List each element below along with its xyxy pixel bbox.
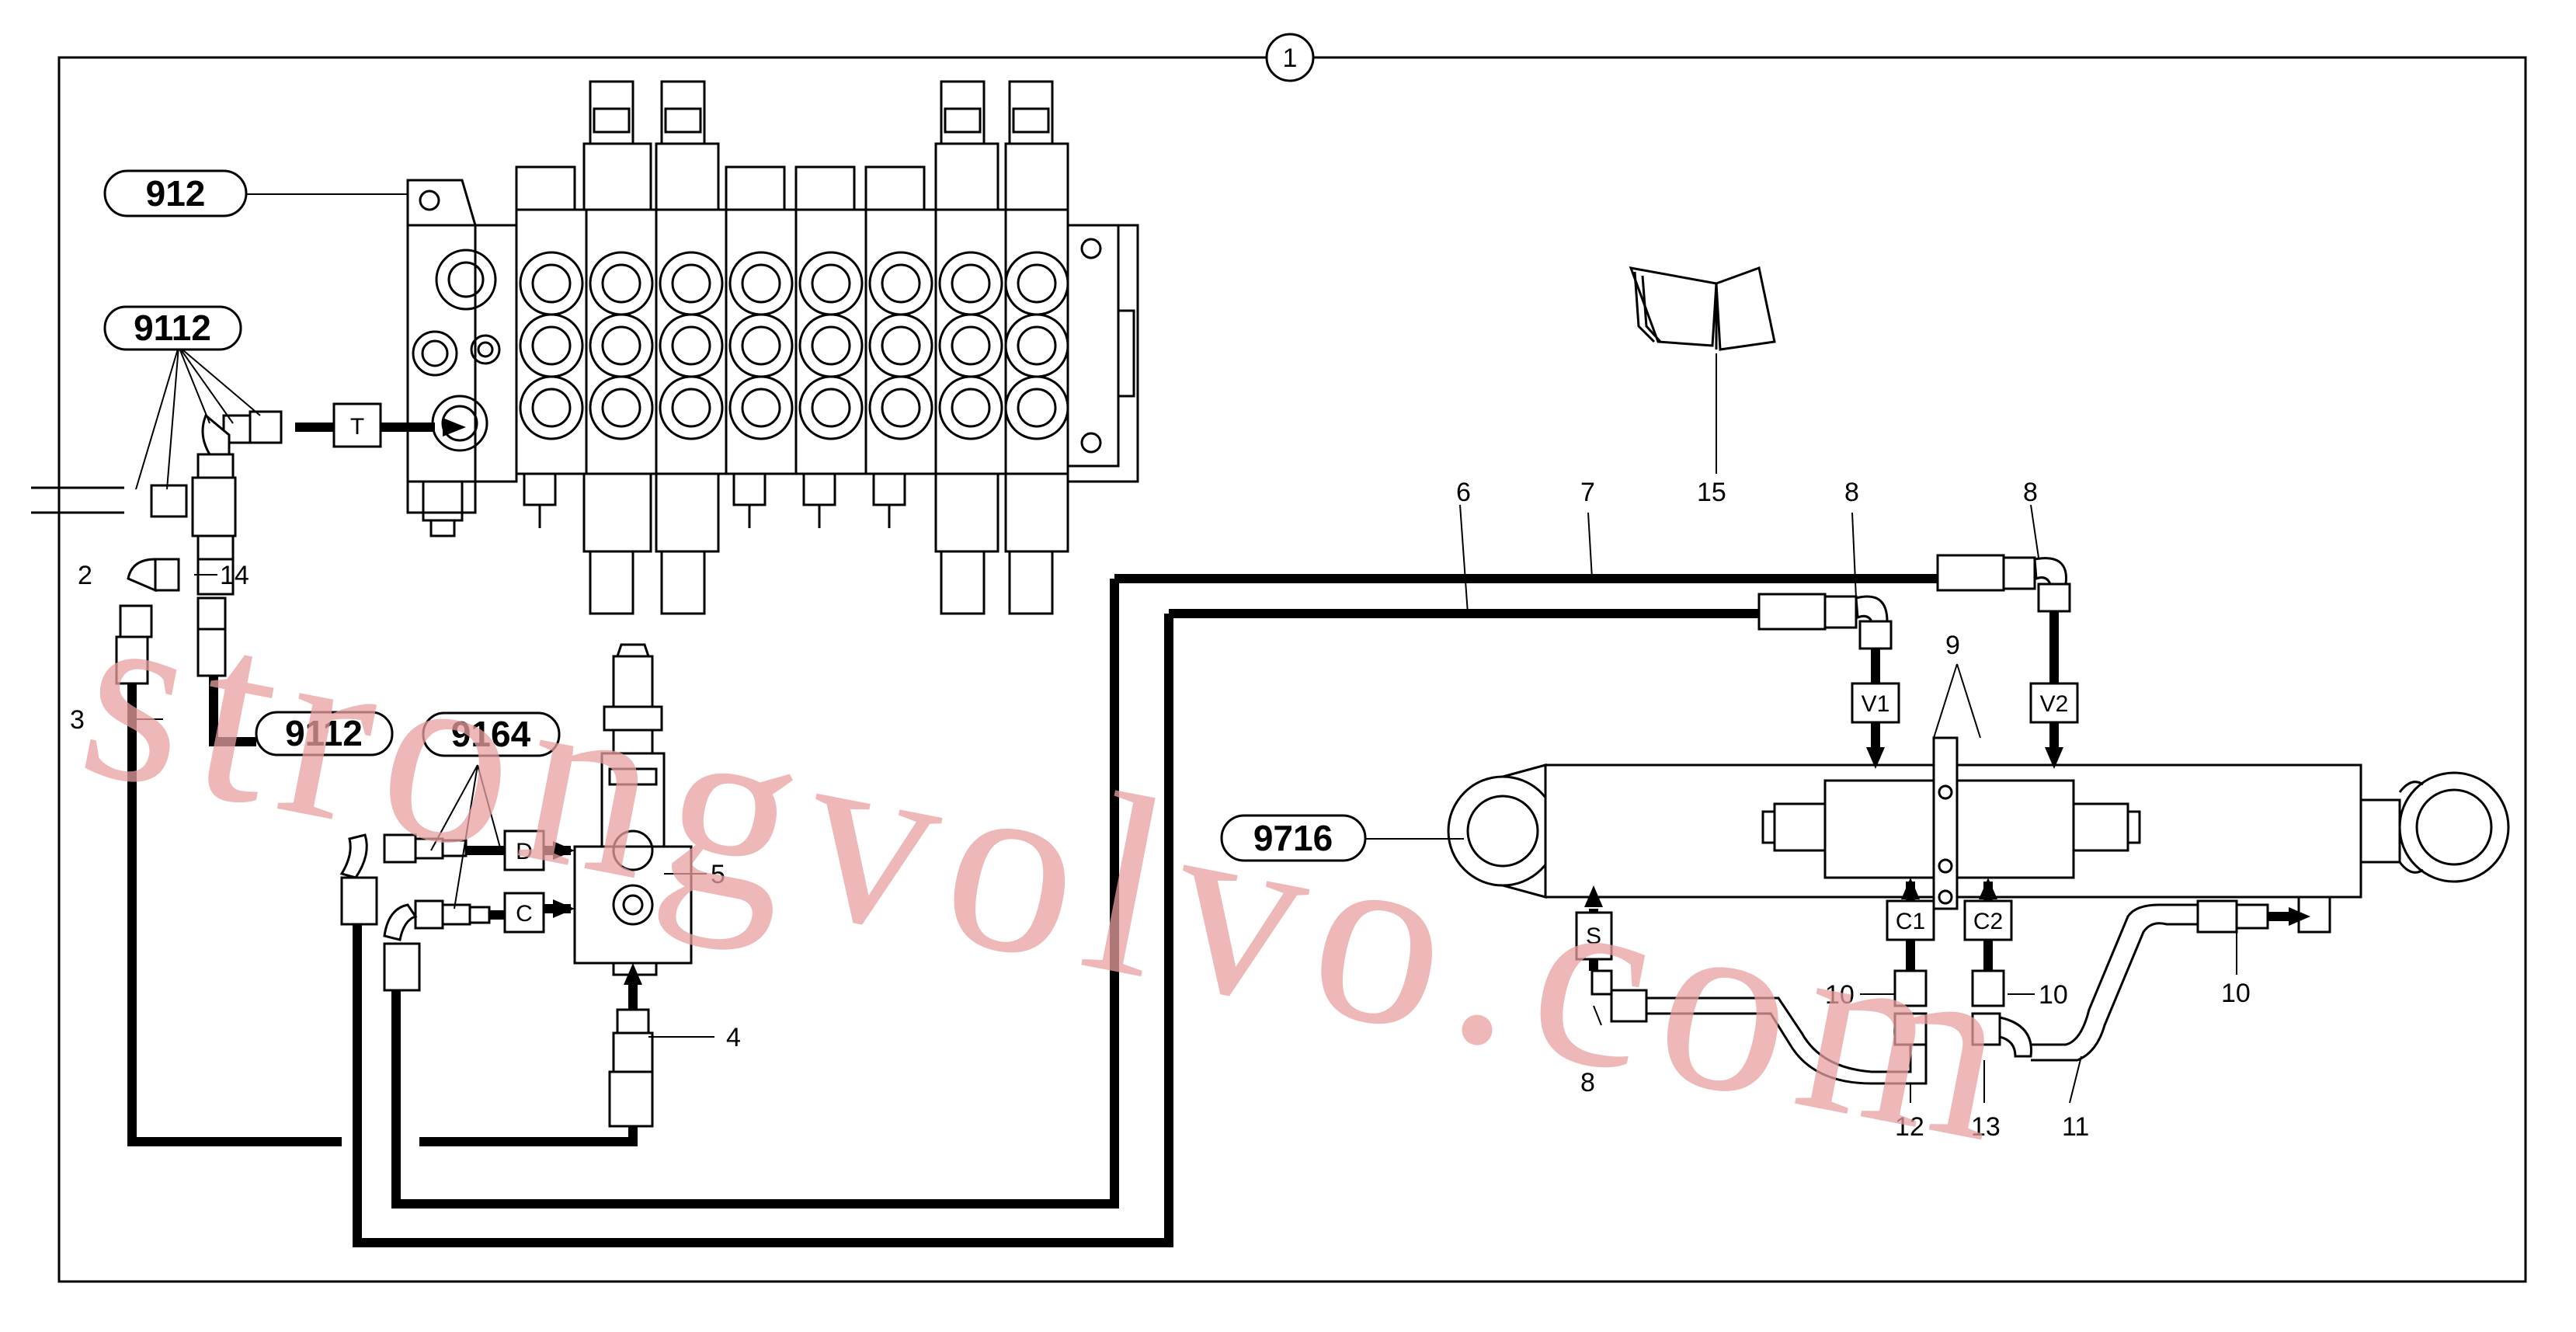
callout-9: 9 bbox=[1945, 631, 1960, 660]
sheet-marker: 1 bbox=[1265, 33, 1315, 82]
auxiliary-valve bbox=[573, 643, 693, 976]
callout-10-a: 10 bbox=[1825, 980, 1855, 1010]
valve-top-caps bbox=[515, 80, 1069, 211]
reference-912-label: 912 bbox=[146, 173, 206, 214]
valve-bottom-caps bbox=[422, 472, 1069, 615]
reference-9716: 9716 bbox=[1220, 814, 1367, 862]
callout-10-c: 10 bbox=[2221, 979, 2251, 1008]
fittings-right bbox=[1590, 554, 2269, 1058]
callout-8-left: 8 bbox=[1844, 478, 1859, 507]
reference-9112-top-label: 9112 bbox=[134, 308, 211, 348]
callout-10-b: 10 bbox=[2039, 980, 2068, 1010]
callout-4: 4 bbox=[726, 1023, 741, 1052]
leader-lines bbox=[135, 193, 2237, 1104]
port-d-label: D bbox=[516, 839, 533, 864]
port-c1: C1 bbox=[1886, 899, 1935, 941]
port-c: C bbox=[503, 892, 545, 934]
flow-arrows bbox=[443, 418, 2310, 985]
callout-2: 2 bbox=[78, 561, 92, 590]
reference-9112-mid: 9112 bbox=[255, 711, 394, 756]
callout-5: 5 bbox=[711, 860, 725, 889]
callout-11: 11 bbox=[2062, 1112, 2089, 1142]
reference-9164-label: 9164 bbox=[451, 714, 531, 754]
callout-8-right: 8 bbox=[2023, 478, 2038, 507]
port-s: S bbox=[1575, 911, 1613, 961]
fittings-left bbox=[115, 410, 654, 1128]
hydraulic-cylinder bbox=[1447, 736, 2510, 934]
reference-9716-label: 9716 bbox=[1253, 818, 1333, 858]
callout-14: 14 bbox=[220, 561, 249, 590]
port-c-label: C bbox=[516, 901, 533, 927]
port-t: T bbox=[332, 402, 382, 448]
callout-7: 7 bbox=[1580, 478, 1595, 507]
tubes bbox=[31, 486, 2198, 1085]
control-valve-bank bbox=[406, 80, 1139, 615]
port-v2: V2 bbox=[2029, 682, 2079, 724]
callout-13: 13 bbox=[1971, 1112, 2001, 1142]
callout-6: 6 bbox=[1456, 478, 1471, 507]
reference-9112-mid-label: 9112 bbox=[285, 713, 363, 753]
reference-912: 912 bbox=[103, 169, 248, 217]
port-d: D bbox=[503, 829, 545, 871]
port-c1-label: C1 bbox=[1896, 909, 1925, 934]
port-t-label: T bbox=[350, 414, 364, 440]
port-v2-label: V2 bbox=[2040, 691, 2069, 717]
port-s-label: S bbox=[1586, 923, 1601, 949]
port-c2: C2 bbox=[1963, 899, 2013, 941]
valve-ports bbox=[519, 251, 1069, 440]
sheet-number: 1 bbox=[1283, 43, 1298, 73]
callout-numbers: 2 14 3 5 4 6 7 15 8 8 9 10 10 10 8 12 13… bbox=[70, 478, 2251, 1142]
callout-12: 12 bbox=[1895, 1112, 1924, 1142]
port-v1: V1 bbox=[1851, 682, 1900, 724]
manual-book-icon bbox=[1629, 266, 1776, 351]
callout-15: 15 bbox=[1697, 478, 1726, 507]
hoses bbox=[127, 423, 2299, 1247]
port-c2-label: C2 bbox=[1973, 909, 2003, 934]
reference-9112-top: 9112 bbox=[103, 305, 242, 351]
callout-3: 3 bbox=[70, 705, 85, 735]
reference-9164: 9164 bbox=[422, 711, 561, 757]
port-v1-label: V1 bbox=[1862, 691, 1890, 717]
callout-8-low: 8 bbox=[1580, 1068, 1595, 1097]
